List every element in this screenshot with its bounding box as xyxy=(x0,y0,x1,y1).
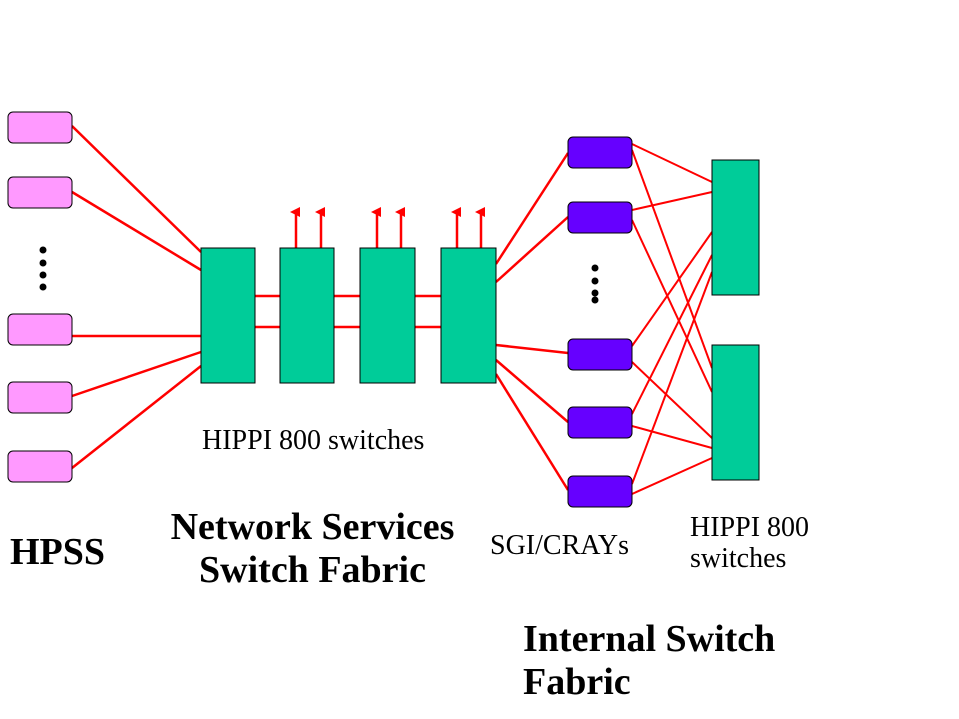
hippi-switch xyxy=(711,159,760,296)
link xyxy=(631,231,713,347)
internal-fabric-line2: Fabric xyxy=(523,660,631,703)
hpss-ellipsis xyxy=(39,246,47,291)
link xyxy=(494,152,570,265)
hpss-nodes xyxy=(7,111,73,483)
network-fabric-line1: Network Services xyxy=(170,506,455,548)
link xyxy=(631,361,713,439)
hpss-node xyxy=(7,176,73,209)
hippi-switch xyxy=(200,247,256,384)
link xyxy=(71,190,202,272)
sgi-node xyxy=(567,338,633,371)
link xyxy=(631,191,713,211)
uplink-arrows xyxy=(290,207,485,248)
hippi-switch xyxy=(440,247,497,384)
hippi-switch xyxy=(279,247,335,384)
hpss-node xyxy=(7,111,73,144)
link xyxy=(631,143,713,183)
link xyxy=(71,350,202,398)
network-switches xyxy=(200,247,497,384)
internal-fabric-label: Internal Switch Fabric xyxy=(523,618,775,703)
link xyxy=(631,457,713,495)
internal-hippi-switches-label: HIPPI 800 switches xyxy=(690,512,809,575)
link xyxy=(631,425,713,449)
internal-hippi-line1: HIPPI 800 xyxy=(690,512,810,543)
sgi-node xyxy=(567,136,633,169)
sgi-crays-label: SGI/CRAYs xyxy=(490,530,630,561)
link xyxy=(495,343,569,355)
link xyxy=(631,271,713,485)
internal-hippi-line2: switches xyxy=(690,543,787,575)
internal-switches xyxy=(711,159,760,481)
hippi-switch xyxy=(359,247,416,384)
sgi-node xyxy=(567,475,633,508)
sgi-links xyxy=(494,152,570,491)
hpss-node xyxy=(7,450,73,483)
hpss-links xyxy=(71,125,202,469)
link xyxy=(71,125,202,253)
link xyxy=(495,216,569,283)
link xyxy=(495,359,569,423)
sgi-node xyxy=(567,201,633,234)
network-fabric-label: Network Services Switch Fabric xyxy=(150,506,475,591)
hpss-label: HPSS xyxy=(10,531,106,573)
switch-chain-links xyxy=(255,294,441,329)
hpss-node xyxy=(7,381,73,414)
sgi-node xyxy=(567,406,633,439)
sgi-ellipsis xyxy=(591,264,599,304)
link xyxy=(631,219,713,393)
network-fabric-line2: Switch Fabric xyxy=(199,548,426,591)
sgi-nodes xyxy=(567,136,633,508)
hpss-node xyxy=(7,313,73,346)
link xyxy=(631,254,713,415)
hippi-switches-label: HIPPI 800 switches xyxy=(202,425,425,456)
link xyxy=(71,365,202,469)
hippi-switch xyxy=(711,344,760,481)
link xyxy=(494,373,570,491)
internal-fabric-line1: Internal Switch xyxy=(523,618,776,660)
link xyxy=(631,149,713,369)
internal-mesh-links xyxy=(631,143,713,495)
